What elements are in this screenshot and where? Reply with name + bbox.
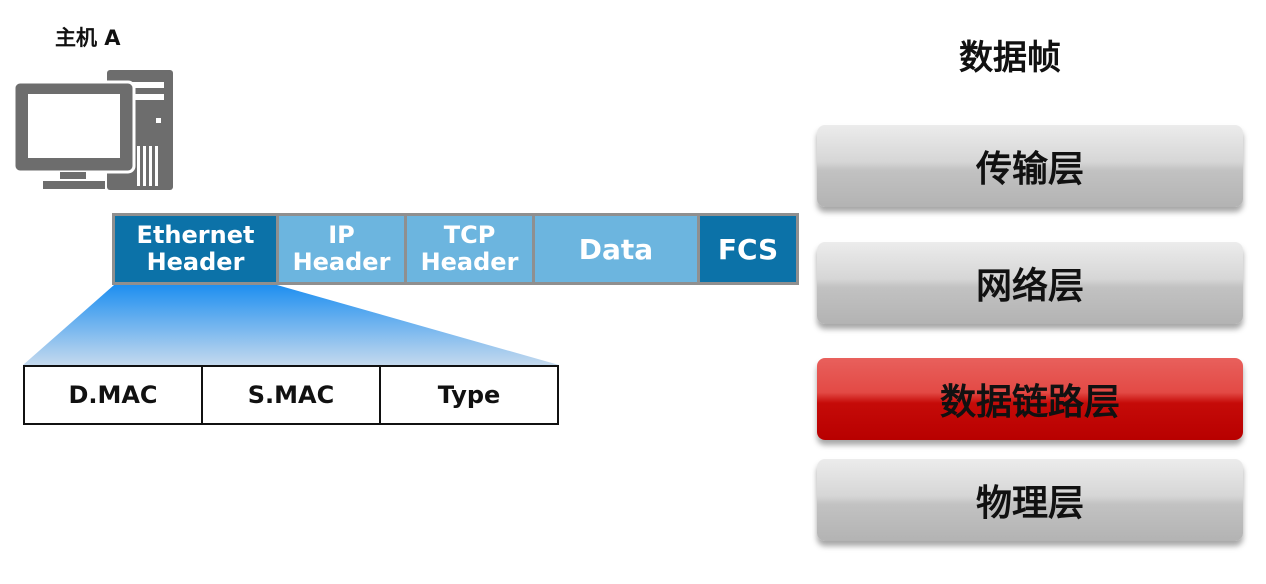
field-source-mac: S.MAC [203, 367, 381, 423]
layer-network: 网络层 [817, 242, 1243, 324]
frame-fcs: FCS [697, 213, 799, 285]
frame-ethernet-header: Ethernet Header [112, 213, 279, 285]
layer-transport: 传输层 [817, 125, 1243, 207]
ethernet-header-fields: D.MAC S.MAC Type [23, 365, 559, 425]
frame-data: Data [532, 213, 700, 285]
host-label: 主机 A [55, 26, 121, 50]
field-destination-mac: D.MAC [25, 367, 203, 423]
computer-icon [12, 70, 173, 191]
frame-ip-header: IP Header [276, 213, 407, 285]
field-type: Type [437, 381, 501, 409]
data-frame: Ethernet Header IP Header TCP Header Dat… [112, 213, 799, 285]
frame-tcp-header: TCP Header [404, 213, 535, 285]
layer-data-link: 数据链路层 [817, 358, 1243, 440]
stack-title: 数据帧 [959, 38, 1061, 78]
layer-physical: 物理层 [817, 459, 1243, 541]
